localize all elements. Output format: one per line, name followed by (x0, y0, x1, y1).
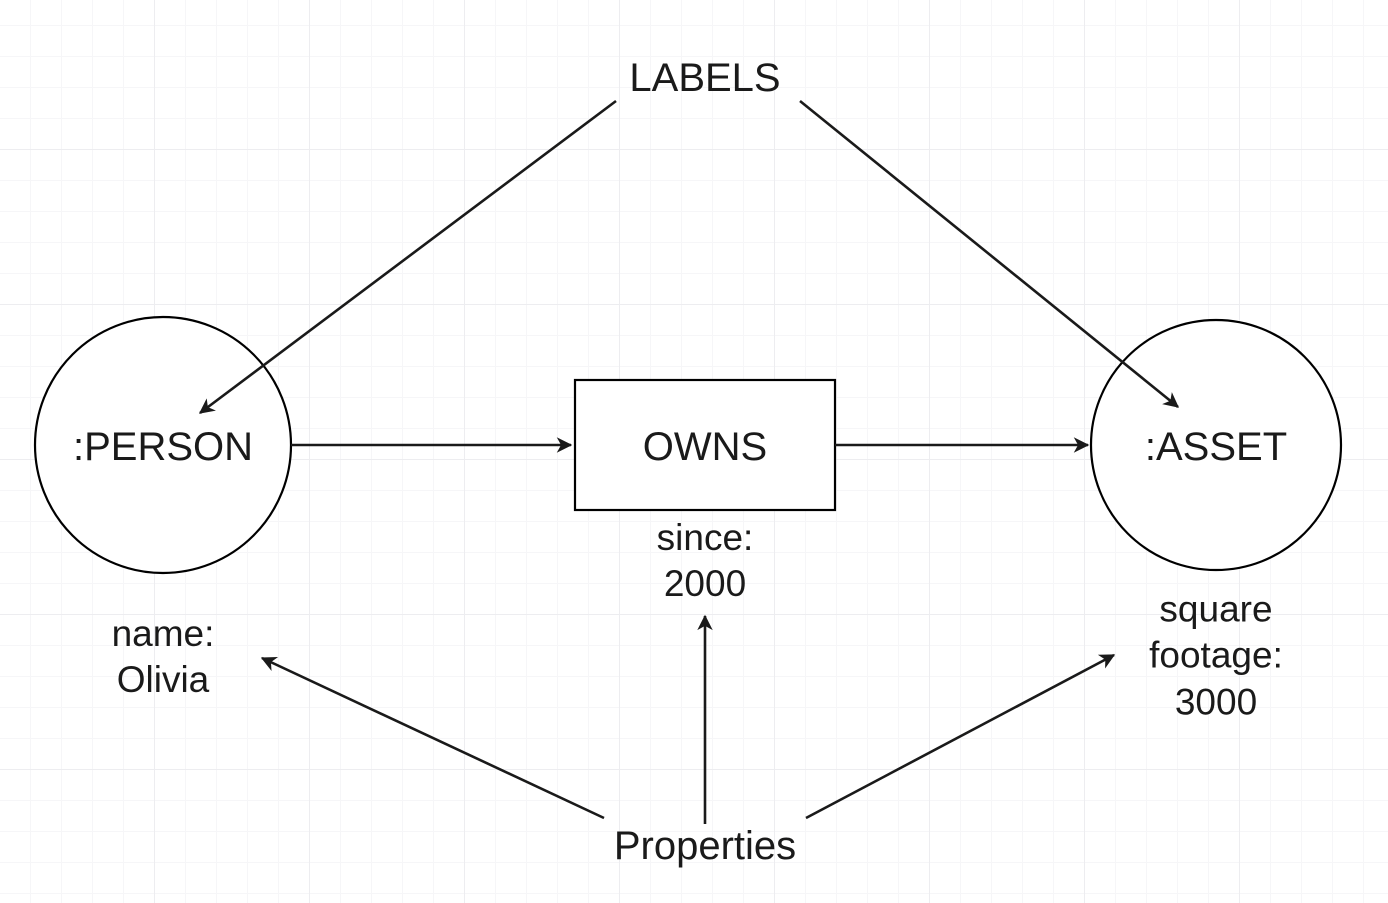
person-property-line-1: name: (111, 612, 215, 654)
relationship-owns-rect[interactable] (573, 378, 837, 512)
labels-annotation-text: LABELS (629, 56, 781, 100)
node-asset-circle[interactable] (1089, 318, 1343, 572)
node-asset-label: :ASSET (1144, 425, 1288, 469)
edge-properties-to-name[interactable] (260, 656, 605, 820)
asset-property-line-2: footage: (1149, 634, 1283, 676)
asset-property-label: square footage: 3000 (1086, 587, 1346, 726)
owns-property-line-1: since: (656, 516, 754, 558)
edge-properties-to-footage[interactable] (805, 653, 1116, 820)
asset-property-line-3: 3000 (1174, 681, 1258, 723)
owns-property-line-2: 2000 (663, 563, 747, 604)
owns-property-label: since: 2000 (585, 515, 825, 608)
person-property-line-2: Olivia (116, 659, 210, 700)
relationship-owns-label: OWNS (642, 425, 768, 469)
person-property-label: name: Olivia (43, 611, 283, 704)
edge-labels-to-asset[interactable] (799, 99, 1180, 409)
edge-labels-to-person[interactable] (198, 99, 617, 415)
node-person-label: :PERSON (72, 425, 254, 469)
asset-property-line-1: square (1159, 588, 1273, 630)
properties-annotation-text: Properties (613, 824, 797, 868)
